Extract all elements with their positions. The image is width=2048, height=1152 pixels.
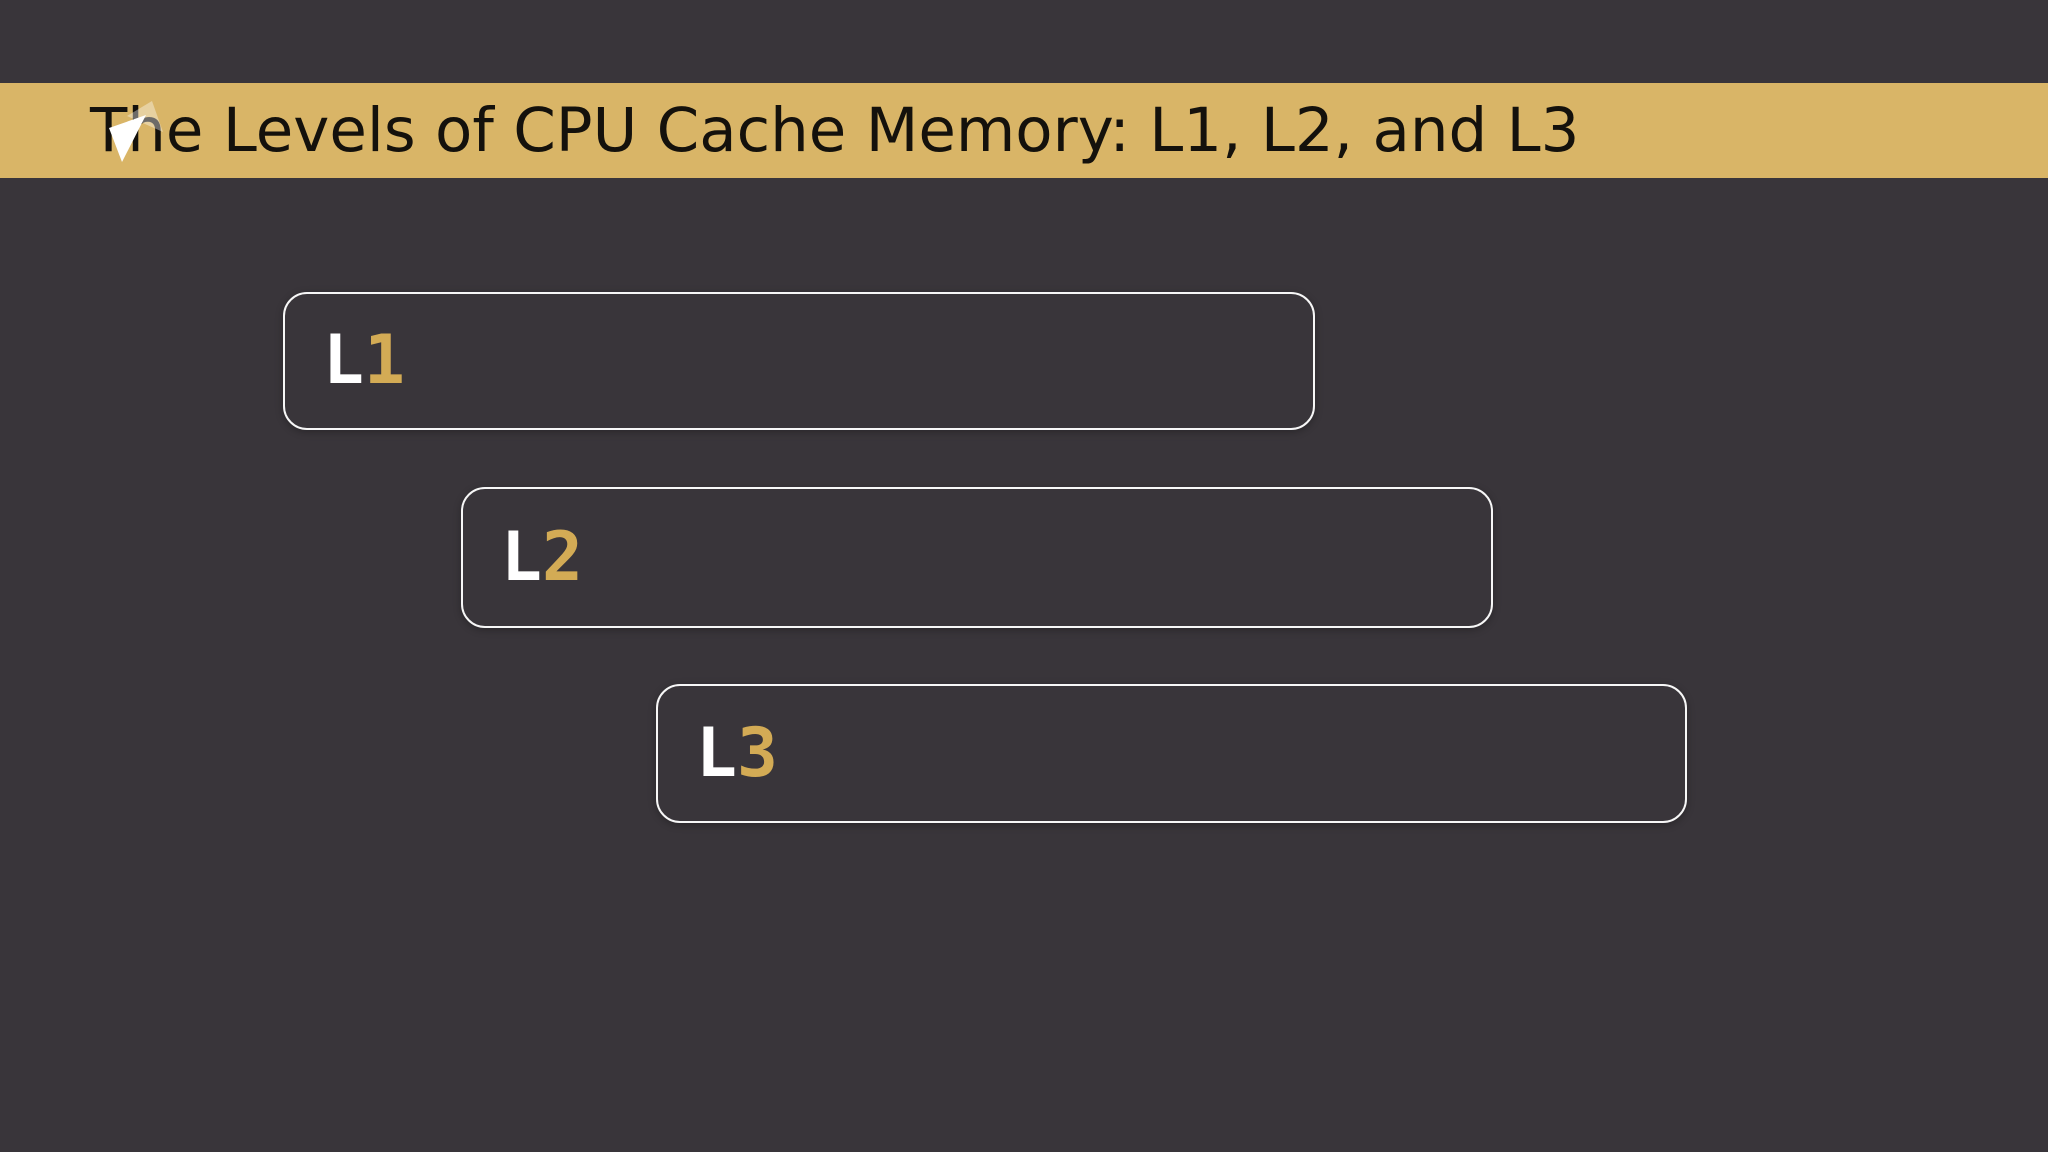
title-bar: The Levels of CPU Cache Memory: L1, L2, … [0, 83, 2048, 178]
cache-box-l2: L2 [461, 487, 1493, 628]
cache-level-label-l2: L2 [501, 523, 583, 592]
cache-box-l3: L3 [656, 684, 1687, 823]
cache-level-label-l1: L1 [323, 327, 405, 395]
cache-level-letter: L [323, 321, 364, 400]
cache-box-l1: L1 [283, 292, 1315, 430]
cache-level-label-l3: L3 [696, 719, 778, 788]
cache-level-letter: L [696, 713, 737, 793]
cache-level-number: 1 [363, 321, 405, 400]
cache-level-number: 3 [736, 713, 778, 793]
cache-level-letter: L [501, 517, 542, 597]
cache-level-number: 2 [541, 517, 583, 597]
slide-title: The Levels of CPU Cache Memory: L1, L2, … [90, 95, 1580, 166]
